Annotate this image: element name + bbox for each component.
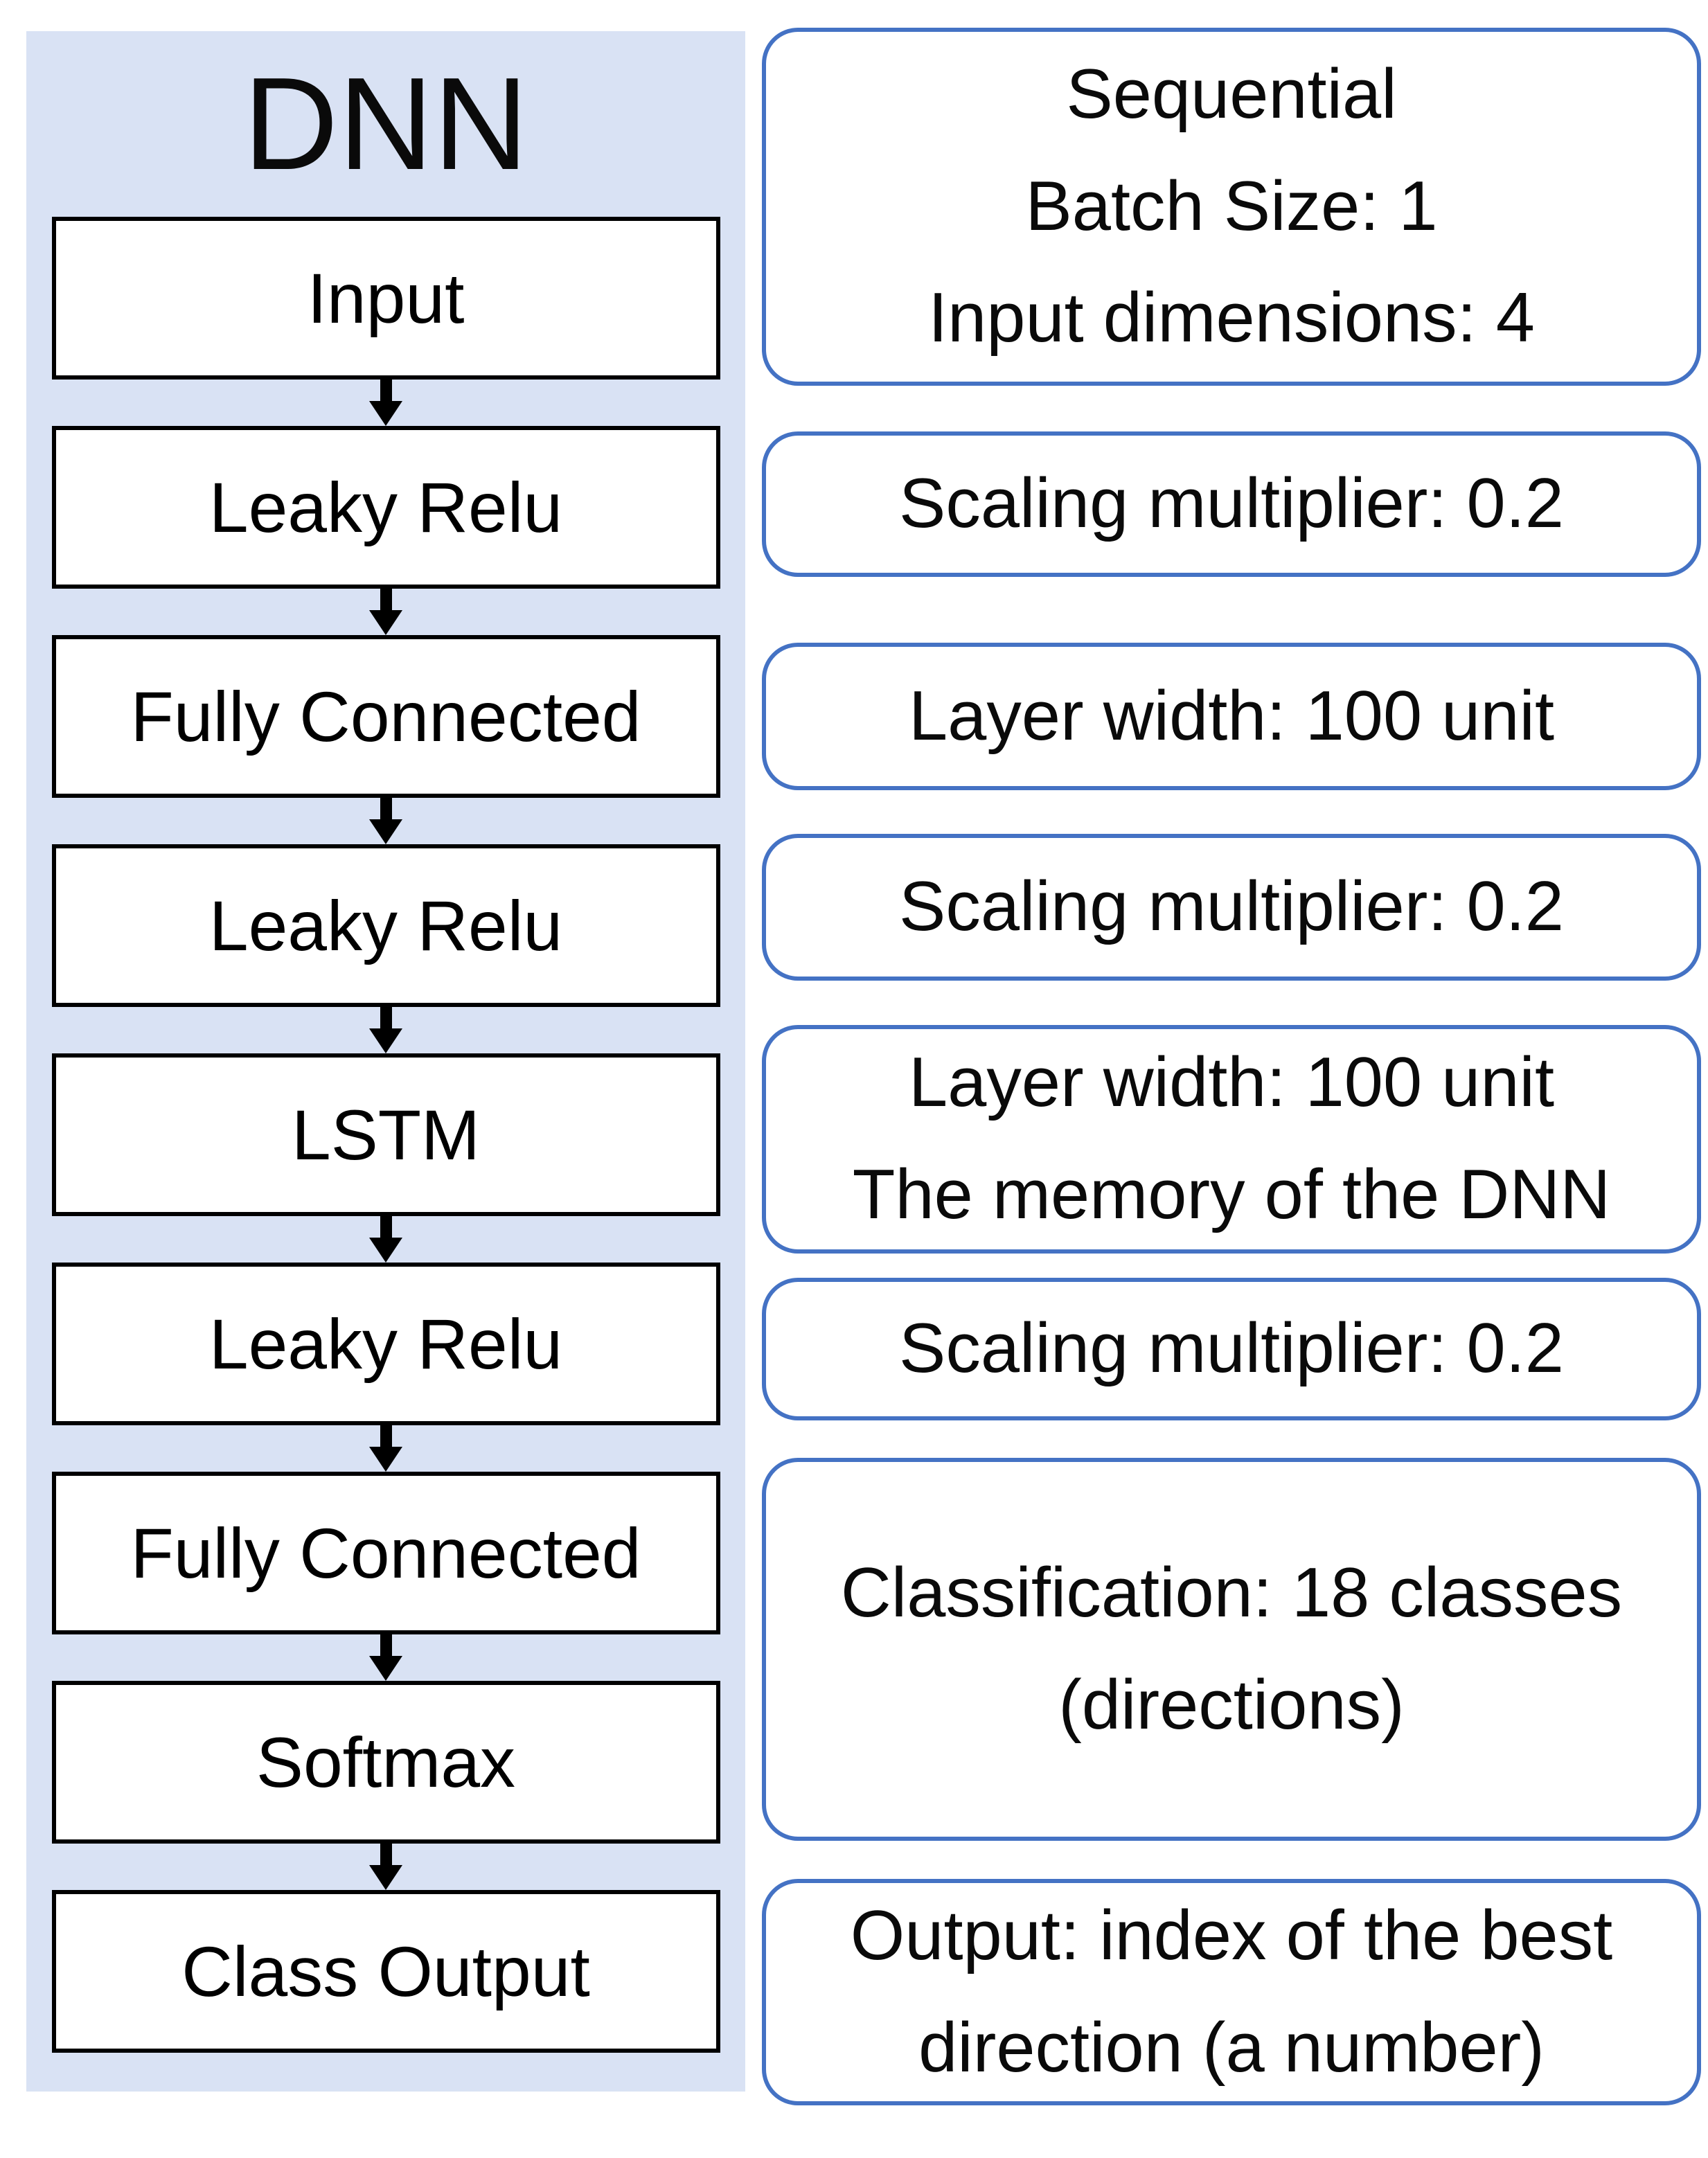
layer-label: LSTM <box>291 1095 481 1175</box>
arrow-head <box>369 1447 402 1472</box>
arrow-head <box>369 610 402 635</box>
annotation-scaling-3: Scaling multiplier: 0.2 <box>762 1278 1701 1420</box>
layer-label: Leaky Relu <box>208 886 563 965</box>
layer-label: Input <box>307 258 465 338</box>
arrow-head <box>369 819 402 844</box>
annotation-line: Layer width: 100 unit <box>908 677 1555 755</box>
annotation-column: Sequential Batch Size: 1 Input dimension… <box>762 0 1701 2158</box>
annotation-layer-width-1: Layer width: 100 unit <box>762 643 1701 790</box>
arrow-stem <box>380 589 392 610</box>
layer-label: Leaky Relu <box>208 467 563 547</box>
layer-label: Softmax <box>256 1722 516 1802</box>
flow-arrow-down-icon <box>369 380 402 426</box>
annotation-lstm-memory: Layer width: 100 unit The memory of the … <box>762 1025 1701 1254</box>
annotation-line: direction (a number) <box>918 2008 1545 2087</box>
layer-box-class-output: Class Output <box>51 1890 720 2053</box>
layer-flow: Input Leaky Relu Fully Connected Le <box>26 217 745 2053</box>
arrow-stem <box>380 1216 392 1238</box>
layer-box-leaky-relu-1: Leaky Relu <box>51 426 720 589</box>
arrow-stem <box>380 1007 392 1028</box>
annotation-line: (directions) <box>1058 1666 1405 1744</box>
annotation-classification: Classification: 18 classes (directions) <box>762 1458 1701 1841</box>
annotation-line: Sequential <box>1066 55 1397 134</box>
flow-arrow-down-icon <box>369 798 402 844</box>
arrow-head <box>369 1656 402 1681</box>
flow-arrow-down-icon <box>369 1425 402 1472</box>
layer-label: Leaky Relu <box>208 1304 563 1384</box>
flow-arrow-down-icon <box>369 1844 402 1890</box>
annotation-scaling-2: Scaling multiplier: 0.2 <box>762 834 1701 981</box>
annotation-scaling-1: Scaling multiplier: 0.2 <box>762 431 1701 577</box>
annotation-line: Layer width: 100 unit <box>908 1044 1555 1122</box>
arrow-head <box>369 1865 402 1890</box>
arrow-stem <box>380 1844 392 1865</box>
arrow-head <box>369 401 402 426</box>
layer-box-leaky-relu-3: Leaky Relu <box>51 1263 720 1425</box>
annotation-line: Classification: 18 classes <box>840 1553 1623 1632</box>
arrow-head <box>369 1238 402 1263</box>
layer-label: Fully Connected <box>130 1513 641 1593</box>
annotation-output: Output: index of the best direction (a n… <box>762 1879 1701 2105</box>
annotation-line: Scaling multiplier: 0.2 <box>899 868 1564 946</box>
flow-arrow-down-icon <box>369 1634 402 1681</box>
annotation-line: The memory of the DNN <box>852 1156 1611 1233</box>
annotation-line: Output: index of the best <box>850 1896 1613 1974</box>
flow-arrow-down-icon <box>369 1007 402 1053</box>
annotation-line: Scaling multiplier: 0.2 <box>899 1310 1564 1388</box>
arrow-stem <box>380 380 392 401</box>
layer-box-input: Input <box>51 217 720 380</box>
diagram-title: DNN <box>243 51 528 197</box>
layer-label: Fully Connected <box>130 677 641 756</box>
dnn-layer-panel: DNN Input Leaky Relu Fully Connected <box>26 31 745 2092</box>
arrow-stem <box>380 1425 392 1447</box>
arrow-stem <box>380 1634 392 1656</box>
flow-arrow-down-icon <box>369 1216 402 1263</box>
annotation-line: Input dimensions: 4 <box>928 279 1535 357</box>
arrow-stem <box>380 798 392 819</box>
layer-box-leaky-relu-2: Leaky Relu <box>51 844 720 1007</box>
annotation-line: Batch Size: 1 <box>1025 167 1438 245</box>
layer-box-fully-connected-2: Fully Connected <box>51 1472 720 1634</box>
layer-box-lstm: LSTM <box>51 1053 720 1216</box>
layer-box-fully-connected-1: Fully Connected <box>51 635 720 798</box>
layer-box-softmax: Softmax <box>51 1681 720 1844</box>
arrow-head <box>369 1028 402 1053</box>
flow-arrow-down-icon <box>369 589 402 635</box>
annotation-input-config: Sequential Batch Size: 1 Input dimension… <box>762 28 1701 386</box>
annotation-line: Scaling multiplier: 0.2 <box>899 465 1564 543</box>
layer-label: Class Output <box>181 1932 590 2011</box>
